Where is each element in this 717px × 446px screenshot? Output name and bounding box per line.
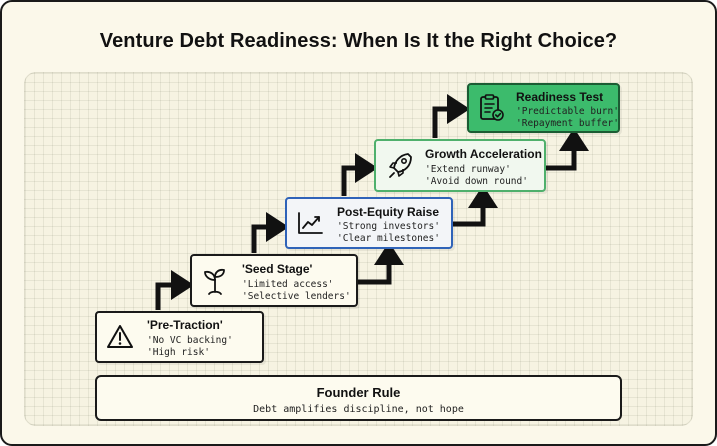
arrow-right-2 — [358, 242, 404, 285]
arrow-4-to-5 — [432, 94, 470, 138]
step-growth-acceleration: Growth Acceleration 'Extend runway' 'Avo… — [374, 139, 546, 192]
step-pre-traction: 'Pre-Traction' 'No VC backing' 'High ris… — [95, 311, 264, 363]
step-line: 'Selective lenders' — [242, 291, 351, 302]
step-line: 'Avoid down round' — [425, 176, 528, 187]
step-line: 'High risk' — [147, 347, 210, 358]
step-title: Growth Acceleration — [425, 147, 542, 161]
diagram-title: Venture Debt Readiness: When Is It the R… — [99, 30, 618, 52]
founder-rule-text: Debt amplifies discipline, not hope — [253, 404, 464, 415]
rocket-icon — [386, 151, 414, 186]
step-line: 'Strong investors' — [337, 221, 440, 232]
step-line: 'Extend runway' — [425, 164, 511, 175]
founder-rule-title: Founder Rule — [316, 385, 401, 400]
sprout-icon — [202, 266, 228, 301]
founder-rule-box: Founder Rule Debt amplifies discipline, … — [95, 375, 622, 421]
step-line: 'Clear milestones' — [337, 233, 440, 244]
step-seed-stage: 'Seed Stage' 'Limited access' 'Selective… — [190, 254, 358, 307]
step-line: 'No VC backing' — [147, 335, 233, 346]
arrow-right-4 — [546, 128, 589, 171]
arrow-3-to-4 — [341, 153, 378, 196]
clipboard-check-icon — [478, 93, 506, 128]
step-title: 'Seed Stage' — [242, 262, 313, 276]
arrow-1-to-2 — [155, 270, 194, 310]
step-title: Readiness Test — [516, 90, 604, 104]
step-readiness-test: Readiness Test 'Predictable burn' 'Repay… — [467, 83, 620, 133]
arrow-2-to-3 — [251, 212, 289, 253]
trend-chart-icon — [296, 210, 324, 241]
step-line: 'Predictable burn' — [516, 106, 619, 117]
step-post-equity-raise: Post-Equity Raise 'Strong investors' 'Cl… — [285, 197, 453, 249]
step-line: 'Repayment buffer' — [516, 118, 619, 129]
arrow-right-3 — [453, 185, 498, 227]
step-line: 'Limited access' — [242, 279, 334, 290]
step-title: Post-Equity Raise — [337, 205, 440, 219]
step-title: 'Pre-Traction' — [147, 318, 223, 332]
warning-icon — [106, 324, 134, 355]
